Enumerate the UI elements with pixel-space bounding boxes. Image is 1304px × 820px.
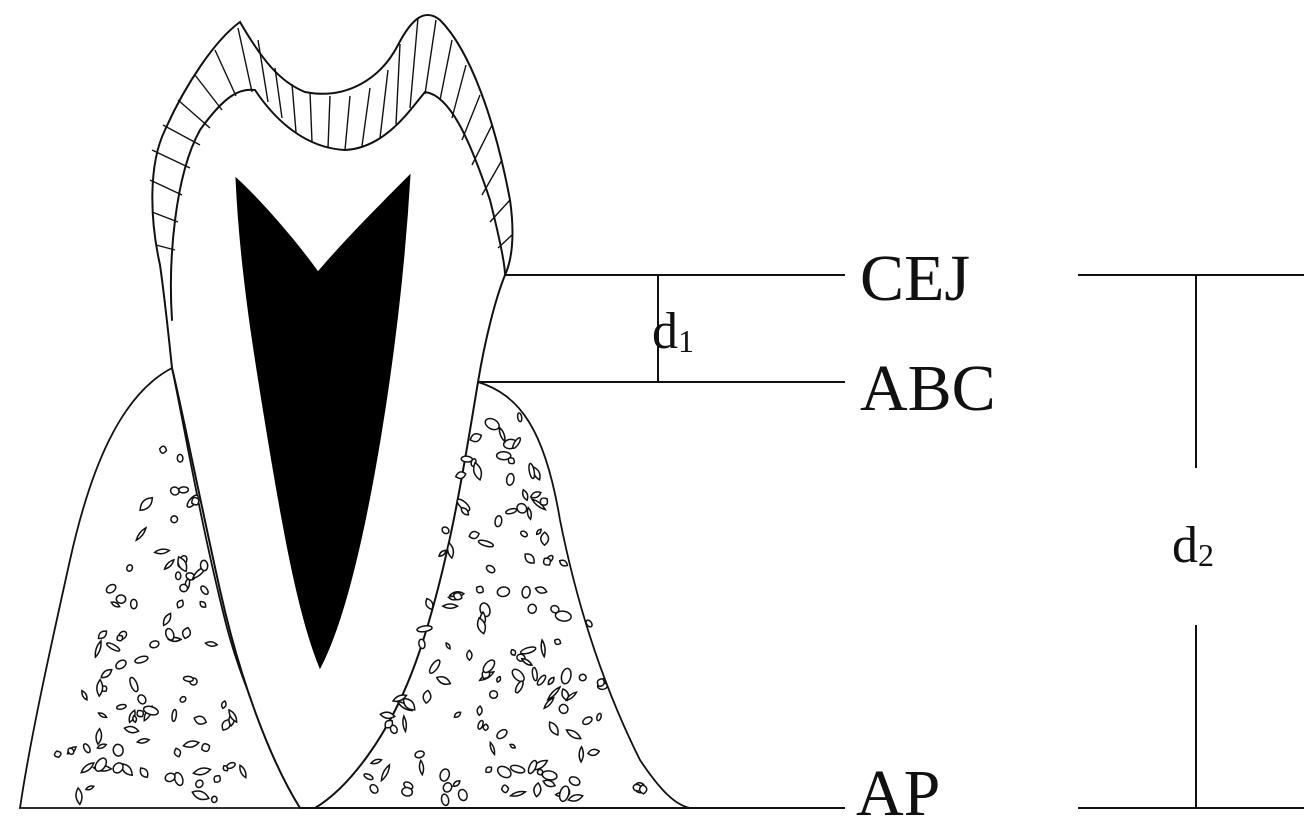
trabecula bbox=[177, 454, 183, 462]
trabecula bbox=[179, 487, 189, 494]
trabecula bbox=[200, 560, 208, 571]
trabecula bbox=[517, 413, 522, 422]
trabecula bbox=[131, 599, 138, 609]
trabecula bbox=[443, 604, 458, 608]
trabecula bbox=[579, 674, 587, 681]
trabecula bbox=[176, 572, 181, 580]
trabecula bbox=[467, 650, 472, 660]
trabecula bbox=[211, 796, 218, 803]
d2-base: d bbox=[1172, 517, 1198, 574]
trabecula bbox=[116, 595, 126, 604]
d2-subscript: 2 bbox=[1198, 537, 1214, 573]
abc-label: ABC bbox=[860, 352, 996, 425]
d1-base: d bbox=[652, 303, 678, 360]
d2-label: d2 bbox=[1172, 517, 1214, 574]
trabecula bbox=[483, 724, 489, 731]
trabecula bbox=[541, 532, 549, 545]
trabecula bbox=[183, 676, 193, 682]
trabecula bbox=[579, 747, 584, 762]
d1-label: d1 bbox=[652, 303, 694, 360]
ap-label: AP bbox=[856, 757, 940, 820]
cej-label: CEJ bbox=[860, 242, 970, 315]
trabecula bbox=[527, 604, 537, 614]
d1-subscript: 1 bbox=[678, 323, 694, 359]
trabecula bbox=[490, 691, 498, 699]
